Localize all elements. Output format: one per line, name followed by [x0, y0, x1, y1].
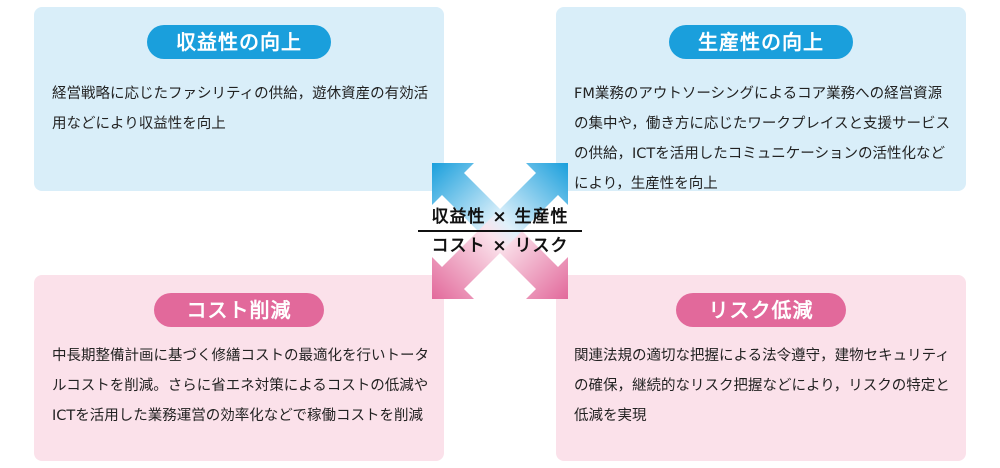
- productivity-title: 生産性の向上: [669, 25, 853, 59]
- productivity-panel: 生産性の向上 FM業務のアウトソーシングによるコア業務への経営資源の集中や，働き…: [556, 7, 966, 192]
- risk-reduction-title: リスク低減: [676, 293, 846, 327]
- formula-numerator: 収益性 × 生産性: [418, 206, 582, 232]
- productivity-description: FM業務のアウトソーシングによるコア業務への経営資源の集中や，働き方に応じたワー…: [574, 86, 950, 192]
- profitability-panel: 収益性の向上 経営戦略に応じたファシリティの供給，遊休資産の有効活用などにより収…: [34, 7, 444, 191]
- risk-reduction-panel: リスク低減 関連法規の適切な把握による法令遵守，建物セキュリティの確保，継続的な…: [556, 275, 966, 461]
- center-formula: 収益性 × 生産性 コスト × リスク: [418, 206, 582, 257]
- cost-reduction-panel: コスト削減 中長期整備計画に基づく修繕コストの最適化を行いトータルコストを削減。…: [34, 275, 444, 461]
- risk-reduction-description: 関連法規の適切な把握による法令遵守，建物セキュリティの確保，継続的なリスク把握な…: [574, 348, 950, 424]
- formula-denominator: コスト × リスク: [431, 236, 569, 256]
- cost-reduction-title: コスト削減: [154, 293, 324, 327]
- cost-reduction-description: 中長期整備計画に基づく修繕コストの最適化を行いトータルコストを削減。さらに省エネ…: [52, 348, 429, 424]
- profitability-description: 経営戦略に応じたファシリティの供給，遊休資産の有効活用などにより収益性を向上: [52, 86, 429, 132]
- profitability-title: 収益性の向上: [147, 25, 331, 59]
